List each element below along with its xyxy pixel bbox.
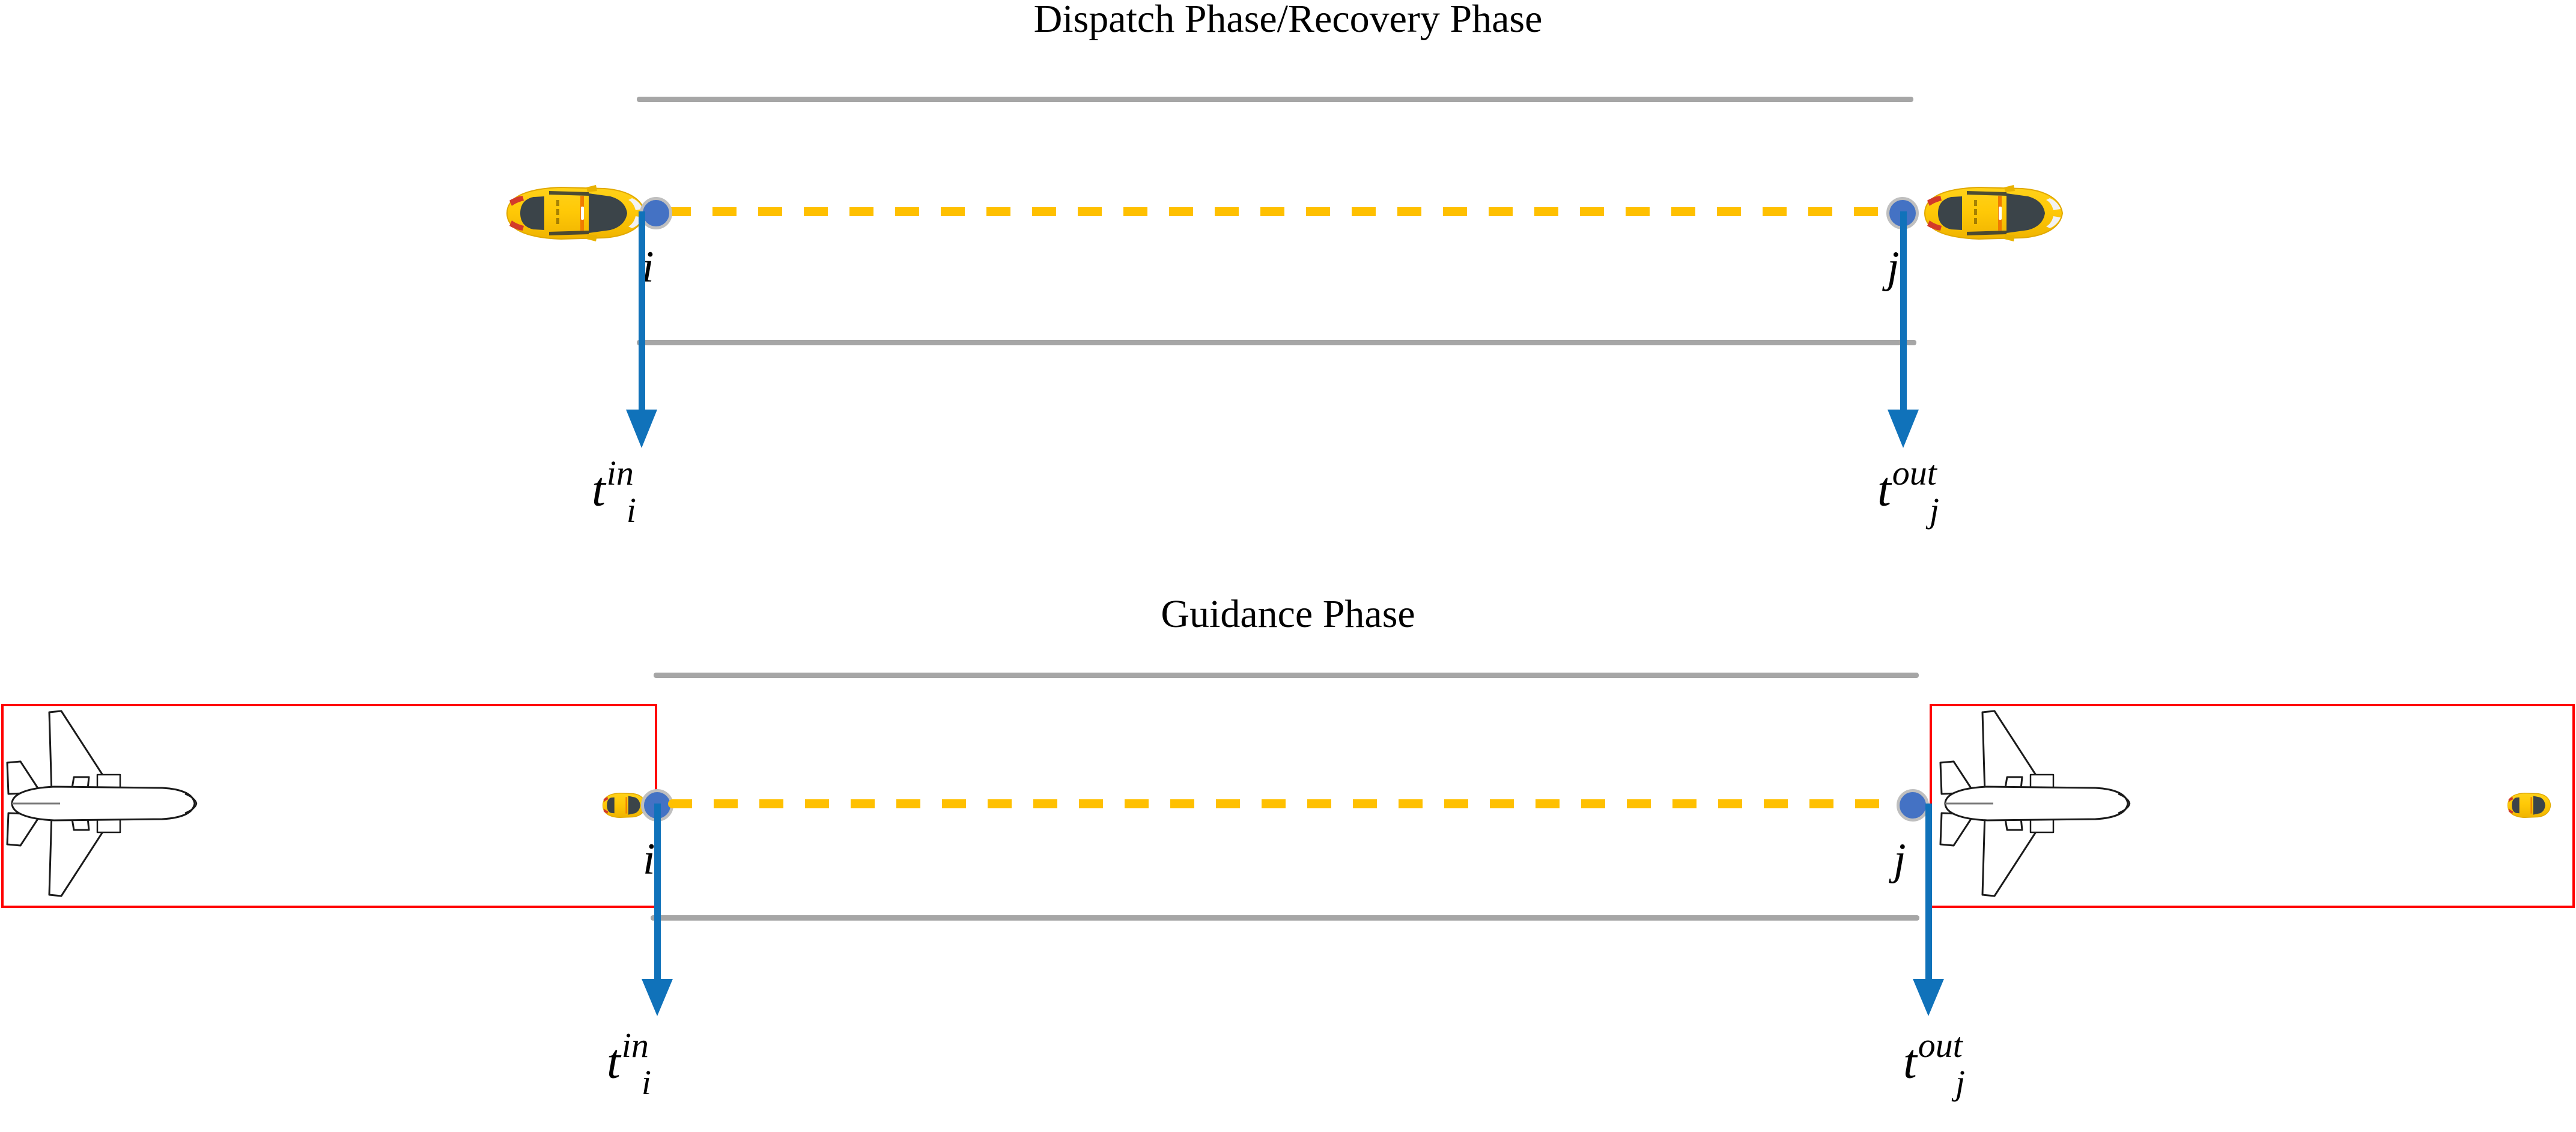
t-base: t — [1877, 461, 1891, 516]
arrow-down-i-guidance — [633, 804, 681, 1020]
guidance-phase-title: Guidance Phase — [1161, 592, 1415, 636]
car-icon — [2505, 790, 2552, 821]
time-label-t-j-out-guidance: toutj — [1903, 1028, 1971, 1100]
arrow-down-i-dispatch — [618, 211, 666, 452]
guidance-lane-lower — [651, 915, 1919, 921]
t-superscript: in — [606, 453, 634, 492]
t-superscript: in — [621, 1026, 649, 1065]
dispatch-lane-upper — [637, 97, 1913, 102]
time-label-t-j-out-dispatch: toutj — [1877, 456, 1945, 528]
time-label-t-i-in-guidance: tini — [607, 1028, 657, 1100]
car-icon — [1916, 180, 2067, 246]
car-icon — [499, 180, 649, 246]
node-i-label-guidance: i — [643, 835, 655, 884]
t-base: t — [1903, 1034, 1917, 1089]
time-label-t-i-in-dispatch: tini — [592, 456, 642, 528]
dispatch-lane-lower — [637, 340, 1916, 345]
node-j-label-dispatch: j — [1887, 243, 1900, 292]
airplane-icon — [1927, 704, 2167, 902]
guidance-dashed-link — [668, 799, 1906, 808]
airplane-icon — [0, 704, 234, 902]
t-subscript: j — [1955, 1062, 1966, 1102]
arrow-down-j-guidance — [1904, 804, 1952, 1020]
t-superscript: out — [1892, 453, 1937, 492]
t-subscript: j — [1929, 490, 1940, 530]
dispatch-phase-title: Dispatch Phase/Recovery Phase — [1033, 0, 1543, 41]
t-subscript: i — [641, 1062, 652, 1102]
arrow-down-j-dispatch — [1879, 211, 1927, 452]
t-base: t — [592, 461, 606, 516]
t-base: t — [607, 1034, 621, 1089]
dispatch-dashed-link — [667, 207, 1904, 216]
t-subscript: i — [626, 490, 637, 530]
node-j-label-guidance: j — [1894, 835, 1906, 884]
guidance-lane-upper — [654, 673, 1919, 678]
t-superscript: out — [1918, 1026, 1963, 1065]
